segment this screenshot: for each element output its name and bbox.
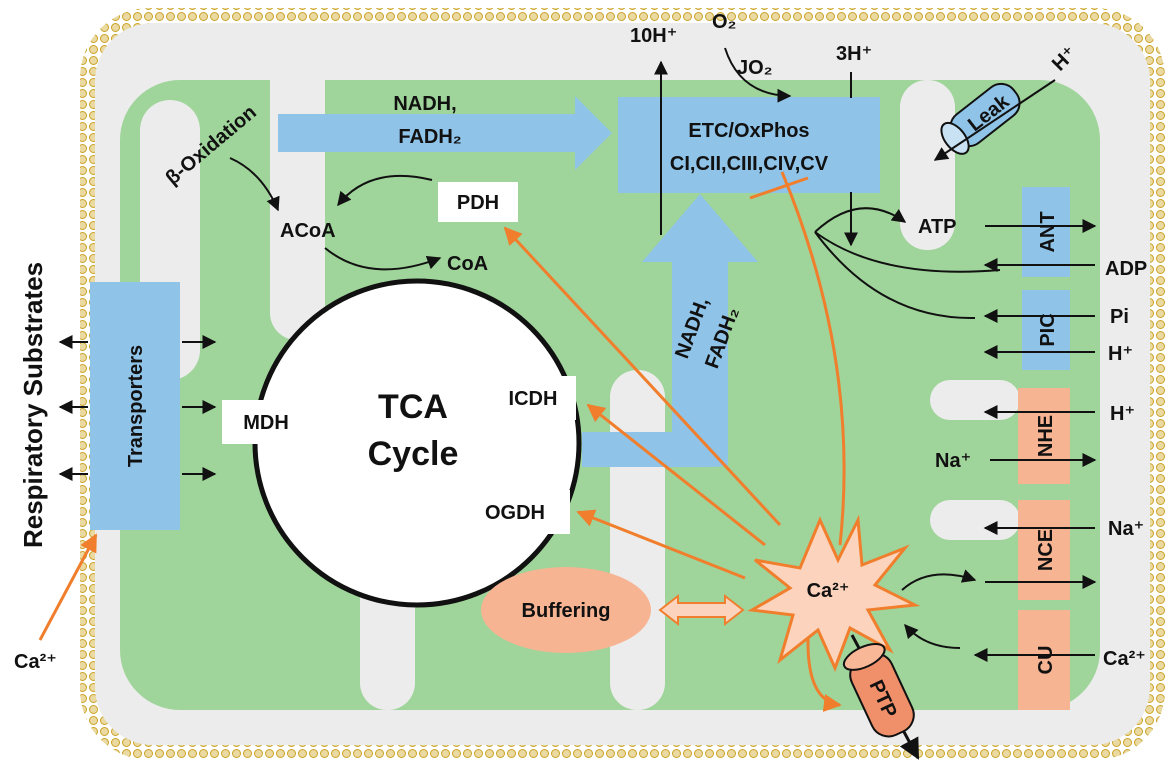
coa-label: CoA <box>447 253 488 275</box>
ca-transporter-arrow <box>38 533 98 641</box>
pdh-box <box>438 182 518 222</box>
jo2-label: JO₂ <box>737 57 773 79</box>
ca-regulation-arrows <box>503 171 846 712</box>
ca-cu-label: Ca²⁺ <box>1103 648 1146 670</box>
h-pic-label: H⁺ <box>1108 343 1133 365</box>
mdh-label: MDH <box>243 412 289 434</box>
ant-label: ANT <box>1037 211 1059 252</box>
leak-arrow <box>933 79 1056 161</box>
tca-line2: Cycle <box>368 435 459 473</box>
icdh-box <box>490 376 576 420</box>
cu-arrows <box>904 623 1095 662</box>
nce-label: NCE <box>1035 529 1057 571</box>
etc-arrows <box>654 47 858 247</box>
mdh-box <box>222 400 310 444</box>
transporter-arrows <box>58 335 217 481</box>
transporters-label: Transporters <box>125 345 147 467</box>
etc-line2: CI,CII,CIII,CIV,CV <box>670 153 829 175</box>
acoa-arrows <box>229 157 442 271</box>
buffering-ellipse <box>481 567 651 653</box>
h-nhe-label: H⁺ <box>1110 403 1135 425</box>
nce-box <box>1018 500 1070 600</box>
na-nce-label: Na⁺ <box>1108 518 1144 540</box>
o2-label: O₂ <box>712 11 736 33</box>
ca-center-label: Ca²⁺ <box>807 580 850 602</box>
pic-box <box>1022 290 1070 370</box>
side-title: Respiratory Substrates <box>18 262 48 548</box>
pic-label: PIC <box>1037 313 1059 346</box>
etc-box <box>618 97 880 193</box>
protons-10: 10H⁺ <box>630 25 677 47</box>
ogdh-label: OGDH <box>485 502 545 524</box>
pdh-label: PDH <box>457 192 499 214</box>
atp-label: ATP <box>918 216 957 238</box>
ptp-channel: PTP <box>842 642 915 738</box>
nhe-arrows <box>983 405 1097 467</box>
nadh-top-line2: FADH₂ <box>398 126 461 148</box>
nadh-top-arrow <box>278 96 612 170</box>
etc-line1: ETC/OxPhos <box>688 120 809 142</box>
cu-label: CU <box>1035 646 1057 675</box>
nhe-box <box>1018 388 1070 484</box>
nadh-top-line1: NADH, <box>393 93 456 115</box>
na-nhe-label: Na⁺ <box>935 450 971 472</box>
buffering-arrow <box>658 593 745 627</box>
ant-pic-arrows <box>814 207 1097 359</box>
pi-label: Pi <box>1110 306 1129 328</box>
nce-arrows <box>901 521 1097 591</box>
buffering-label: Buffering <box>522 600 611 622</box>
cu-box <box>1018 610 1070 710</box>
nhe-label: NHE <box>1035 415 1057 457</box>
ca-outside-left: Ca²⁺ <box>14 651 57 673</box>
ogdh-box <box>460 490 570 534</box>
protons-3: 3H⁺ <box>836 43 872 65</box>
acoa-label: ACoA <box>280 220 336 242</box>
nadh-diag-arrow <box>582 194 758 467</box>
transporters-box <box>90 282 180 530</box>
adp-label: ADP <box>1105 258 1147 280</box>
tca-line1: TCA <box>378 388 448 426</box>
ant-box <box>1022 187 1070 277</box>
icdh-label: ICDH <box>509 388 558 410</box>
ca-star <box>747 514 921 672</box>
